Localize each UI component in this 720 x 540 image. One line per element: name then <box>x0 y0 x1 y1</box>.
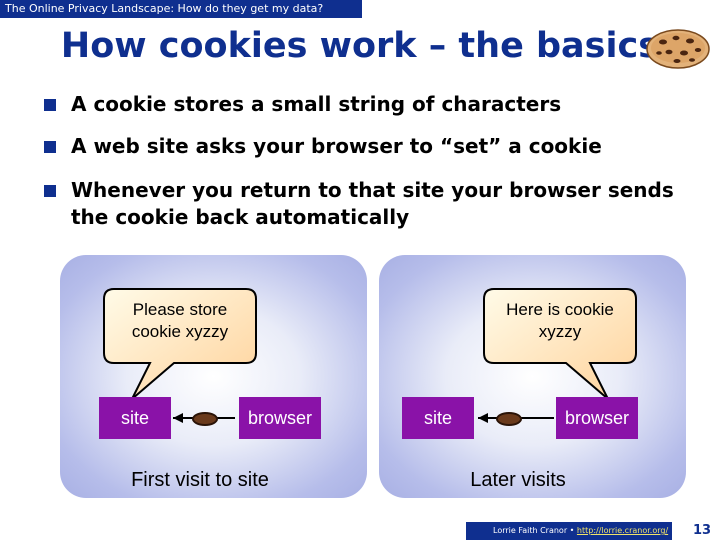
bullet-marker <box>44 141 56 153</box>
bubble-line: xyzzy <box>538 322 582 341</box>
footer-separator: • <box>569 526 575 535</box>
footer-link[interactable]: http://lorrie.cranor.org/ <box>576 526 669 535</box>
slide-title: How cookies work – the basics <box>60 26 660 66</box>
footer-author: Lorrie Faith Cranor <box>493 526 568 535</box>
bullet-text: A cookie stores a small string of charac… <box>71 92 562 116</box>
bubble-line: cookie xyzzy <box>131 322 229 341</box>
bullet-item: Whenever you return to that site your br… <box>44 177 694 231</box>
bubble-line: Please store <box>132 300 228 319</box>
bullet-item: A cookie stores a small string of charac… <box>44 91 694 118</box>
site-box: site <box>99 397 171 439</box>
bullet-item: A web site asks your browser to “set” a … <box>44 133 694 160</box>
first-visit-panel: Please store cookie xyzzy site browser F… <box>60 255 367 498</box>
bullet-marker <box>44 99 56 111</box>
cookie-icon <box>496 412 522 426</box>
bullet-text: A web site asks your browser to “set” a … <box>71 134 602 158</box>
panel-caption: First visit to site <box>131 469 269 491</box>
site-box: site <box>402 397 474 439</box>
speech-bubble: Here is cookie xyzzy <box>482 287 638 402</box>
bubble-line: Here is cookie <box>506 300 614 319</box>
cookie-icon <box>192 412 218 426</box>
panel-caption: Later visits <box>470 469 566 491</box>
bullet-text: Whenever you return to that site your br… <box>71 178 674 229</box>
bullet-marker <box>44 185 56 197</box>
later-visits-panel: Here is cookie xyzzy site browser Later … <box>379 255 686 498</box>
browser-box: browser <box>239 397 321 439</box>
cookie-icon <box>646 29 710 69</box>
top-banner: The Online Privacy Landscape: How do the… <box>0 0 362 18</box>
page-number: 13 <box>693 523 712 538</box>
footer-bar: Lorrie Faith Cranor • http://lorrie.cran… <box>466 522 672 540</box>
speech-bubble: Please store cookie xyzzy <box>102 287 258 402</box>
browser-box: browser <box>556 397 638 439</box>
